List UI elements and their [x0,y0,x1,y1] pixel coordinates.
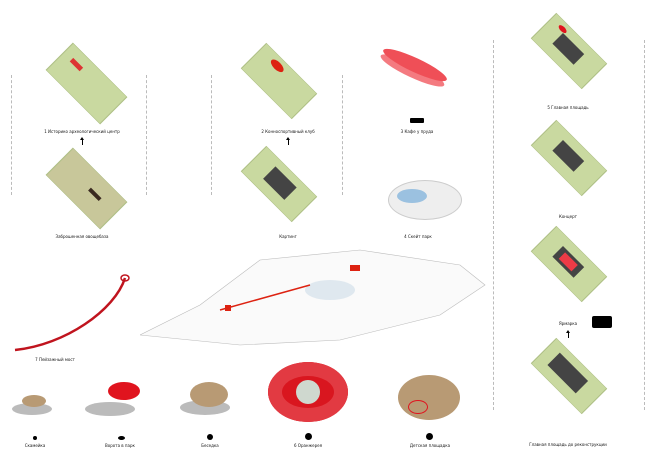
cafe-roof-model [375,40,455,95]
label-bridge: 7 Пейзажный мост [35,357,75,362]
bench-model [22,395,46,407]
fair-module-icon [592,316,612,328]
arrow-up-icon [80,137,84,145]
label-abandoned: Заброшенная овощебаза [55,234,109,239]
playground-model [398,375,460,420]
master-plan [140,249,486,346]
guide-frame-5 [493,40,645,410]
label-historic: 1 Историко археологический центр [44,129,120,134]
label-square-before: Главная площадь до реконструкции [529,442,607,447]
label-horse: 2 Конноспортивный клуб [261,129,315,134]
guide-frame-2 [211,75,343,195]
gate-icon [118,436,125,440]
greenhouse-model [268,362,348,422]
arrow-up-icon [566,330,570,338]
landscape-bridge-model [14,274,130,352]
label-square: 5 Главная площадь [547,105,589,110]
label-fair: Ярмарка [558,321,578,326]
label-gazebo: Беседка [201,443,219,448]
greenhouse-icon [305,433,312,440]
label-concert: Концерт [559,214,577,219]
gazebo-icon [207,434,213,440]
label-bench: Скамейка [24,443,46,448]
bench-icon [33,436,37,440]
gate-model [108,382,140,400]
guide-frame-1 [11,75,147,195]
gate-shadow [85,402,135,416]
label-skate: 4 Скейт парк [404,234,432,239]
label-playground: Детская площадка [409,443,451,448]
label-greenhouse: 6 Оранжерея [293,443,323,448]
arrow-up-icon [286,137,290,145]
bench-shadow [12,403,52,415]
label-cafe: 3 Кафе у пруда [400,129,434,134]
label-gate: Ворота в парк [105,443,135,448]
cafe-module-icon [410,118,424,123]
playground-icon [426,433,433,440]
gazebo-model [190,382,228,407]
skate-park-model [388,180,462,220]
label-karting: Картинг [279,234,297,239]
